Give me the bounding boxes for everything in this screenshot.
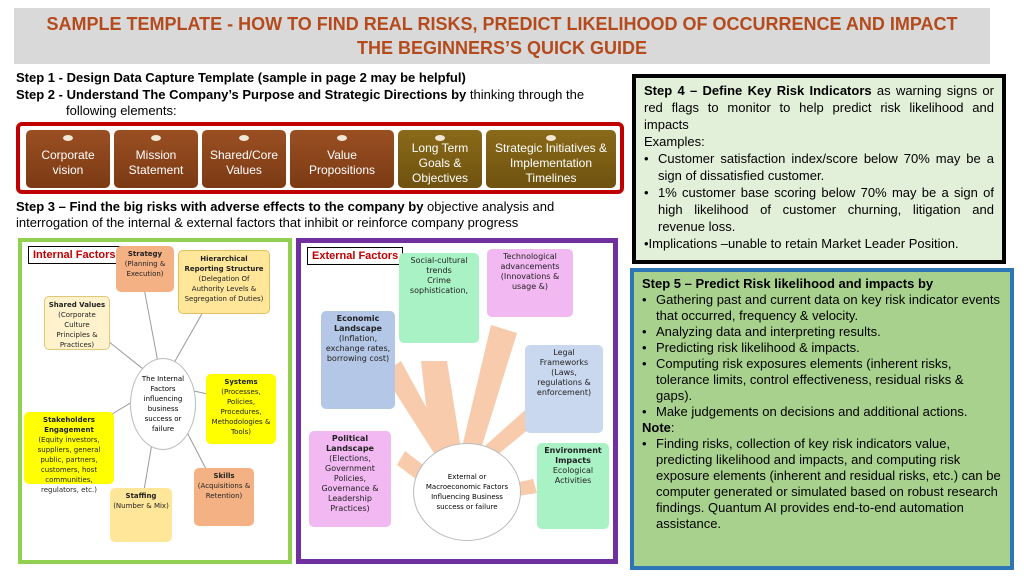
internal-center-node: The Internal Factors influencing busines…	[130, 358, 196, 450]
legal-frameworks-node: Legal Frameworks(Laws, regulations & enf…	[525, 345, 603, 433]
economic-landscape-node: Economic Landscape(Inflation, exchange r…	[321, 311, 395, 409]
page-title: SAMPLE TEMPLATE - HOW TO FIND REAL RISKS…	[14, 8, 990, 64]
external-factors-tag: External Factors	[307, 247, 404, 265]
title-line-2: THE BEGINNERS’S QUICK GUIDE	[356, 38, 648, 58]
step4-bullet-2: •1% customer base scoring below 70% may …	[644, 185, 994, 234]
step1-text: Step 1 - Design Data Capture Template (s…	[16, 70, 466, 85]
element-value-propositions: Value Propositions	[290, 130, 394, 188]
staffing-node: Staffing(Number & Mix)	[110, 488, 172, 542]
step5-bullet-2: •Analyzing data and interpreting results…	[642, 324, 881, 339]
step4-bullet-1: •Customer satisfaction index/score below…	[644, 151, 994, 183]
internal-factors-diagram: Internal Factors The Internal Factors in…	[18, 238, 292, 564]
element-strategic-initiatives: Strategic Initiatives & Implementation T…	[486, 130, 616, 188]
step4-panel: Step 4 – Define Key Risk Indicators as w…	[632, 74, 1006, 264]
step4-implications: •Implications –unable to retain Market L…	[644, 236, 959, 251]
hierarchical-structure-node: Hierarchical Reporting Structure(Delegat…	[178, 250, 270, 314]
step4-heading: Step 4 – Define Key Risk Indicators as w…	[644, 83, 994, 132]
internal-factors-tag: Internal Factors	[28, 246, 121, 264]
step5-panel: Step 5 – Predict Risk likelihood and imp…	[630, 268, 1014, 570]
technological-node: Technological advancements(Innovations &…	[487, 249, 573, 317]
stakeholders-node: Stakeholders Engagement(Equity investors…	[24, 412, 114, 494]
systems-node: Systems(Processes, Policies, Procedures,…	[206, 374, 276, 444]
step5-heading: Step 5 – Predict Risk likelihood and imp…	[642, 276, 934, 291]
element-long-term-goals: Long Term Goals & Objectives	[398, 130, 482, 188]
step5-bullet-5: •Make judgements on decisions and additi…	[642, 404, 968, 419]
step5-bullet-3: •Predicting risk likelihood & impacts.	[642, 340, 860, 355]
step5-bullet-1: •Gathering past and current data on key …	[642, 292, 1000, 323]
step5-bullet-4: •Computing risk exposures elements (inhe…	[642, 356, 964, 403]
external-factors-diagram: External Factors External or Macroeconom…	[296, 238, 618, 564]
strategy-node: Strategy(Planning & Execution)	[116, 246, 174, 292]
step3-text: Step 3 – Find the big risks with adverse…	[16, 199, 555, 230]
element-core-values: Shared/Core Values	[202, 130, 286, 188]
skills-node: Skills(Acquisitions & Retention)	[194, 468, 254, 526]
shared-values-node: Shared Values(Corporate Culture Principl…	[44, 296, 110, 350]
external-center-node: External or Macroeconomic Factors Influe…	[413, 443, 521, 541]
title-line-1: SAMPLE TEMPLATE - HOW TO FIND REAL RISKS…	[46, 14, 958, 34]
element-corporate-vision: Corporate vision	[26, 130, 110, 188]
element-mission-statement: Mission Statement	[114, 130, 198, 188]
strategic-elements-row: Corporate vision Mission Statement Share…	[16, 122, 624, 194]
step5-note-label: Note:	[642, 420, 675, 435]
political-landscape-node: Political Landscape(Elections, Governmen…	[309, 431, 391, 527]
step4-examples-label: Examples:	[644, 134, 705, 149]
step2-text: Step 2 - Understand The Company’s Purpos…	[16, 87, 585, 118]
step5-note-bullet: •Finding risks, collection of key risk i…	[642, 436, 1001, 531]
